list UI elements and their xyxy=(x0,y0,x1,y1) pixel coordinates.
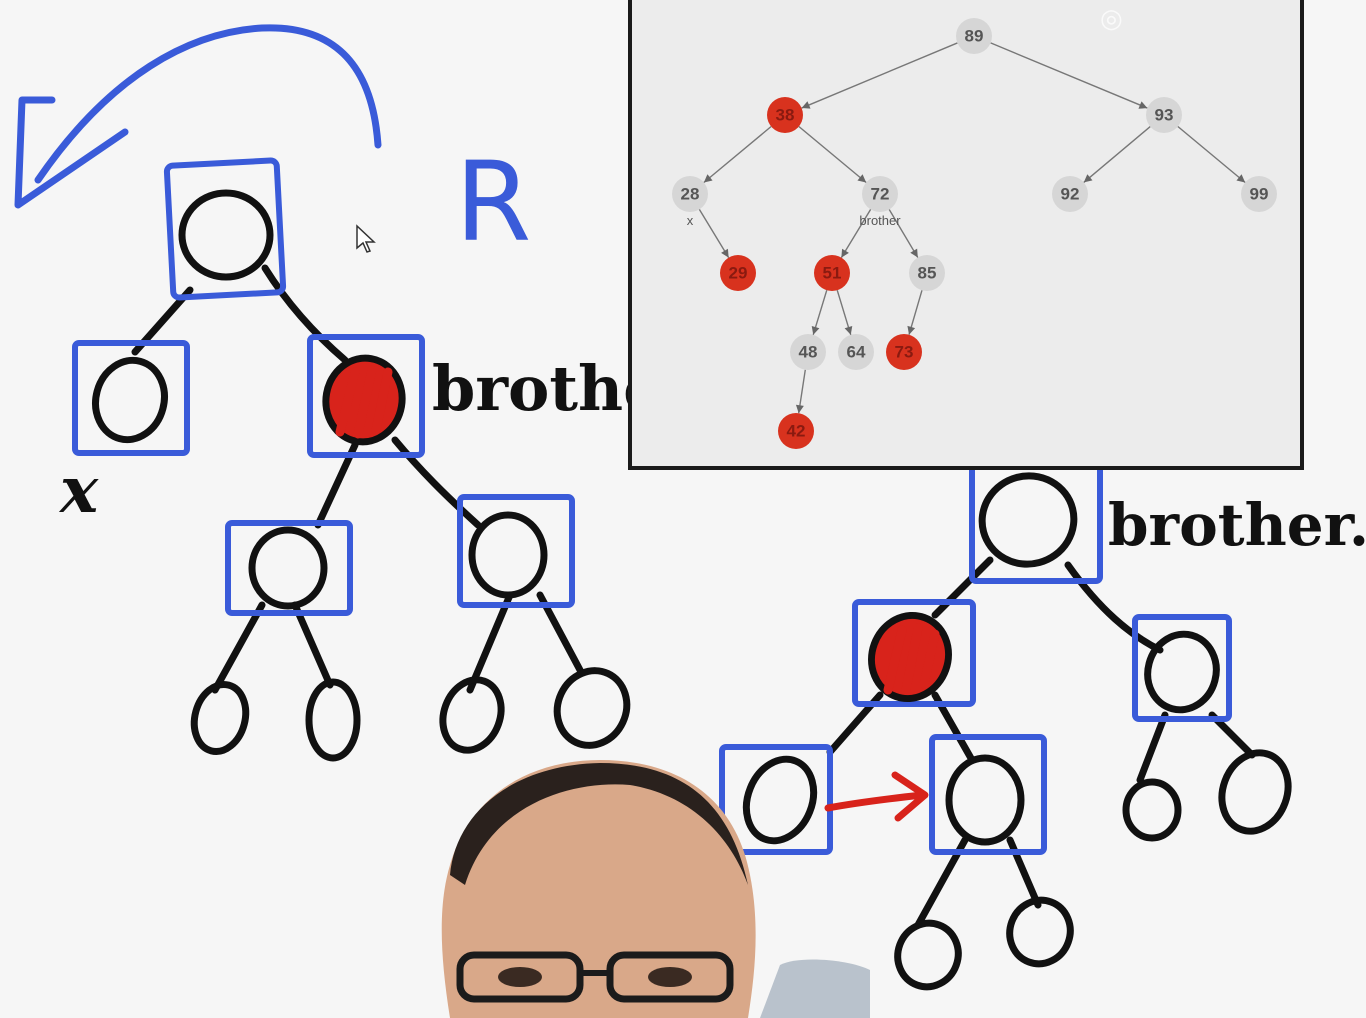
tree-node-label-28: 28 xyxy=(681,185,700,204)
rb-tree-diagram: 89 38 93 28 72 92 99 29 51 85 48 64 73 42 x brother xyxy=(672,18,1277,449)
rotation-arrow xyxy=(34,24,382,184)
tree-edge-arrowhead xyxy=(841,248,849,258)
right-tree: brother. xyxy=(719,460,1366,991)
tree-node-label-92: 92 xyxy=(1061,185,1080,204)
tree-node-29 xyxy=(720,255,756,291)
tree-node-42 xyxy=(778,413,814,449)
move-arrow-head xyxy=(891,771,929,822)
left-leaf-3 xyxy=(439,676,505,754)
tree-node-38 xyxy=(767,97,803,133)
tree-node-label-42: 42 xyxy=(787,422,806,441)
x-label: x xyxy=(58,453,99,528)
pointer-cursor-icon xyxy=(356,224,376,253)
tree-edge-arrowhead xyxy=(844,325,853,335)
tree-edge-arrowhead xyxy=(1083,174,1093,183)
left-brother-box xyxy=(307,334,425,458)
left-leaf-2 xyxy=(305,678,361,762)
tree-edge-38-28 xyxy=(703,125,772,184)
right-gc-box-1 xyxy=(719,744,833,855)
left-leaf-1 xyxy=(190,681,250,755)
tree-node-73 xyxy=(886,334,922,370)
tree-edge-arrowhead xyxy=(703,174,713,183)
right-gc-node-1 xyxy=(742,755,818,845)
left-child-box-1 xyxy=(225,520,353,616)
right-brother-node xyxy=(978,472,1078,568)
tree-edge-arrowhead xyxy=(1138,101,1148,109)
tree-node-label-93: 93 xyxy=(1155,106,1174,125)
tree-node-label-72: 72 xyxy=(871,185,890,204)
tree-node-51 xyxy=(814,255,850,291)
left-root-node xyxy=(178,189,274,281)
right-brother-label: brother. xyxy=(1108,491,1366,559)
tree-node-99 xyxy=(1241,176,1277,212)
tree-edge-arrowhead xyxy=(910,248,918,258)
tree-node-93 xyxy=(1146,97,1182,133)
right-gc-node-2 xyxy=(945,754,1025,846)
right-red-box xyxy=(852,599,976,707)
right-child-node xyxy=(1144,630,1220,714)
right-leaf-3 xyxy=(894,919,962,991)
right-leaf-4 xyxy=(1006,896,1074,968)
red-black-tree-inset: 89 38 93 28 72 92 99 29 51 85 48 64 73 42 x brother xyxy=(628,0,1304,470)
tree-node-64 xyxy=(838,334,874,370)
tree-node-label-64: 64 xyxy=(847,343,866,362)
tree-node-label-38: 38 xyxy=(776,106,795,125)
tree-edge-72-51 xyxy=(840,209,872,258)
tree-node-85 xyxy=(909,255,945,291)
presenter-webcam xyxy=(441,760,870,1018)
tree-node-label-89: 89 xyxy=(965,27,984,46)
right-child-box xyxy=(1132,614,1232,722)
tree-node-28 xyxy=(672,176,708,212)
move-arrow xyxy=(824,791,926,812)
tree-edge-38-72 xyxy=(798,125,867,184)
tree-edge-28-29 xyxy=(698,209,730,258)
tree-node-89 xyxy=(956,18,992,54)
left-child-box-2 xyxy=(457,494,575,608)
tree-edge-93-99 xyxy=(1177,125,1246,184)
tree-node-label-73: 73 xyxy=(895,343,914,362)
rotation-arrow-head xyxy=(14,96,129,209)
tree-node-label-85: 85 xyxy=(918,264,937,283)
tree-node-label-29: 29 xyxy=(729,264,748,283)
tree-node-48 xyxy=(790,334,826,370)
tree-annotation-72: brother xyxy=(859,213,901,228)
left-tree: x brother xyxy=(58,157,697,762)
right-gc-box-2 xyxy=(929,734,1047,855)
tree-node-72 xyxy=(862,176,898,212)
tree-edge-arrowhead xyxy=(795,404,804,414)
left-x-box xyxy=(72,340,190,456)
left-root-box xyxy=(163,157,287,301)
left-child-node-1 xyxy=(248,526,328,610)
tree-node-label-99: 99 xyxy=(1250,185,1269,204)
right-leaf-1 xyxy=(1122,778,1182,842)
tree-edge-arrowhead xyxy=(801,101,811,109)
tree-node-label-48: 48 xyxy=(799,343,818,362)
tree-edge-arrowhead xyxy=(857,174,867,183)
tree-edge-89-93 xyxy=(990,42,1148,109)
left-child-node-2 xyxy=(468,511,548,599)
tree-edge-72-85 xyxy=(888,209,919,258)
tree-edge-89-38 xyxy=(801,42,958,109)
tree-edge-arrowhead xyxy=(1236,174,1246,183)
tree-node-label-51: 51 xyxy=(823,264,842,283)
tree-edge-arrowhead xyxy=(721,248,729,258)
tree-edge-93-92 xyxy=(1083,126,1151,183)
tree-node-92 xyxy=(1052,176,1088,212)
tree-edge-arrowhead xyxy=(811,325,820,335)
right-leaf-2 xyxy=(1218,749,1292,835)
tree-edge-arrowhead xyxy=(907,325,916,335)
rotation-label: R xyxy=(455,138,531,266)
watermark: ◎ xyxy=(1100,4,1125,34)
left-x-node xyxy=(92,356,168,444)
left-leaf-4 xyxy=(553,667,631,749)
tree-annotation-28: x xyxy=(687,213,694,228)
